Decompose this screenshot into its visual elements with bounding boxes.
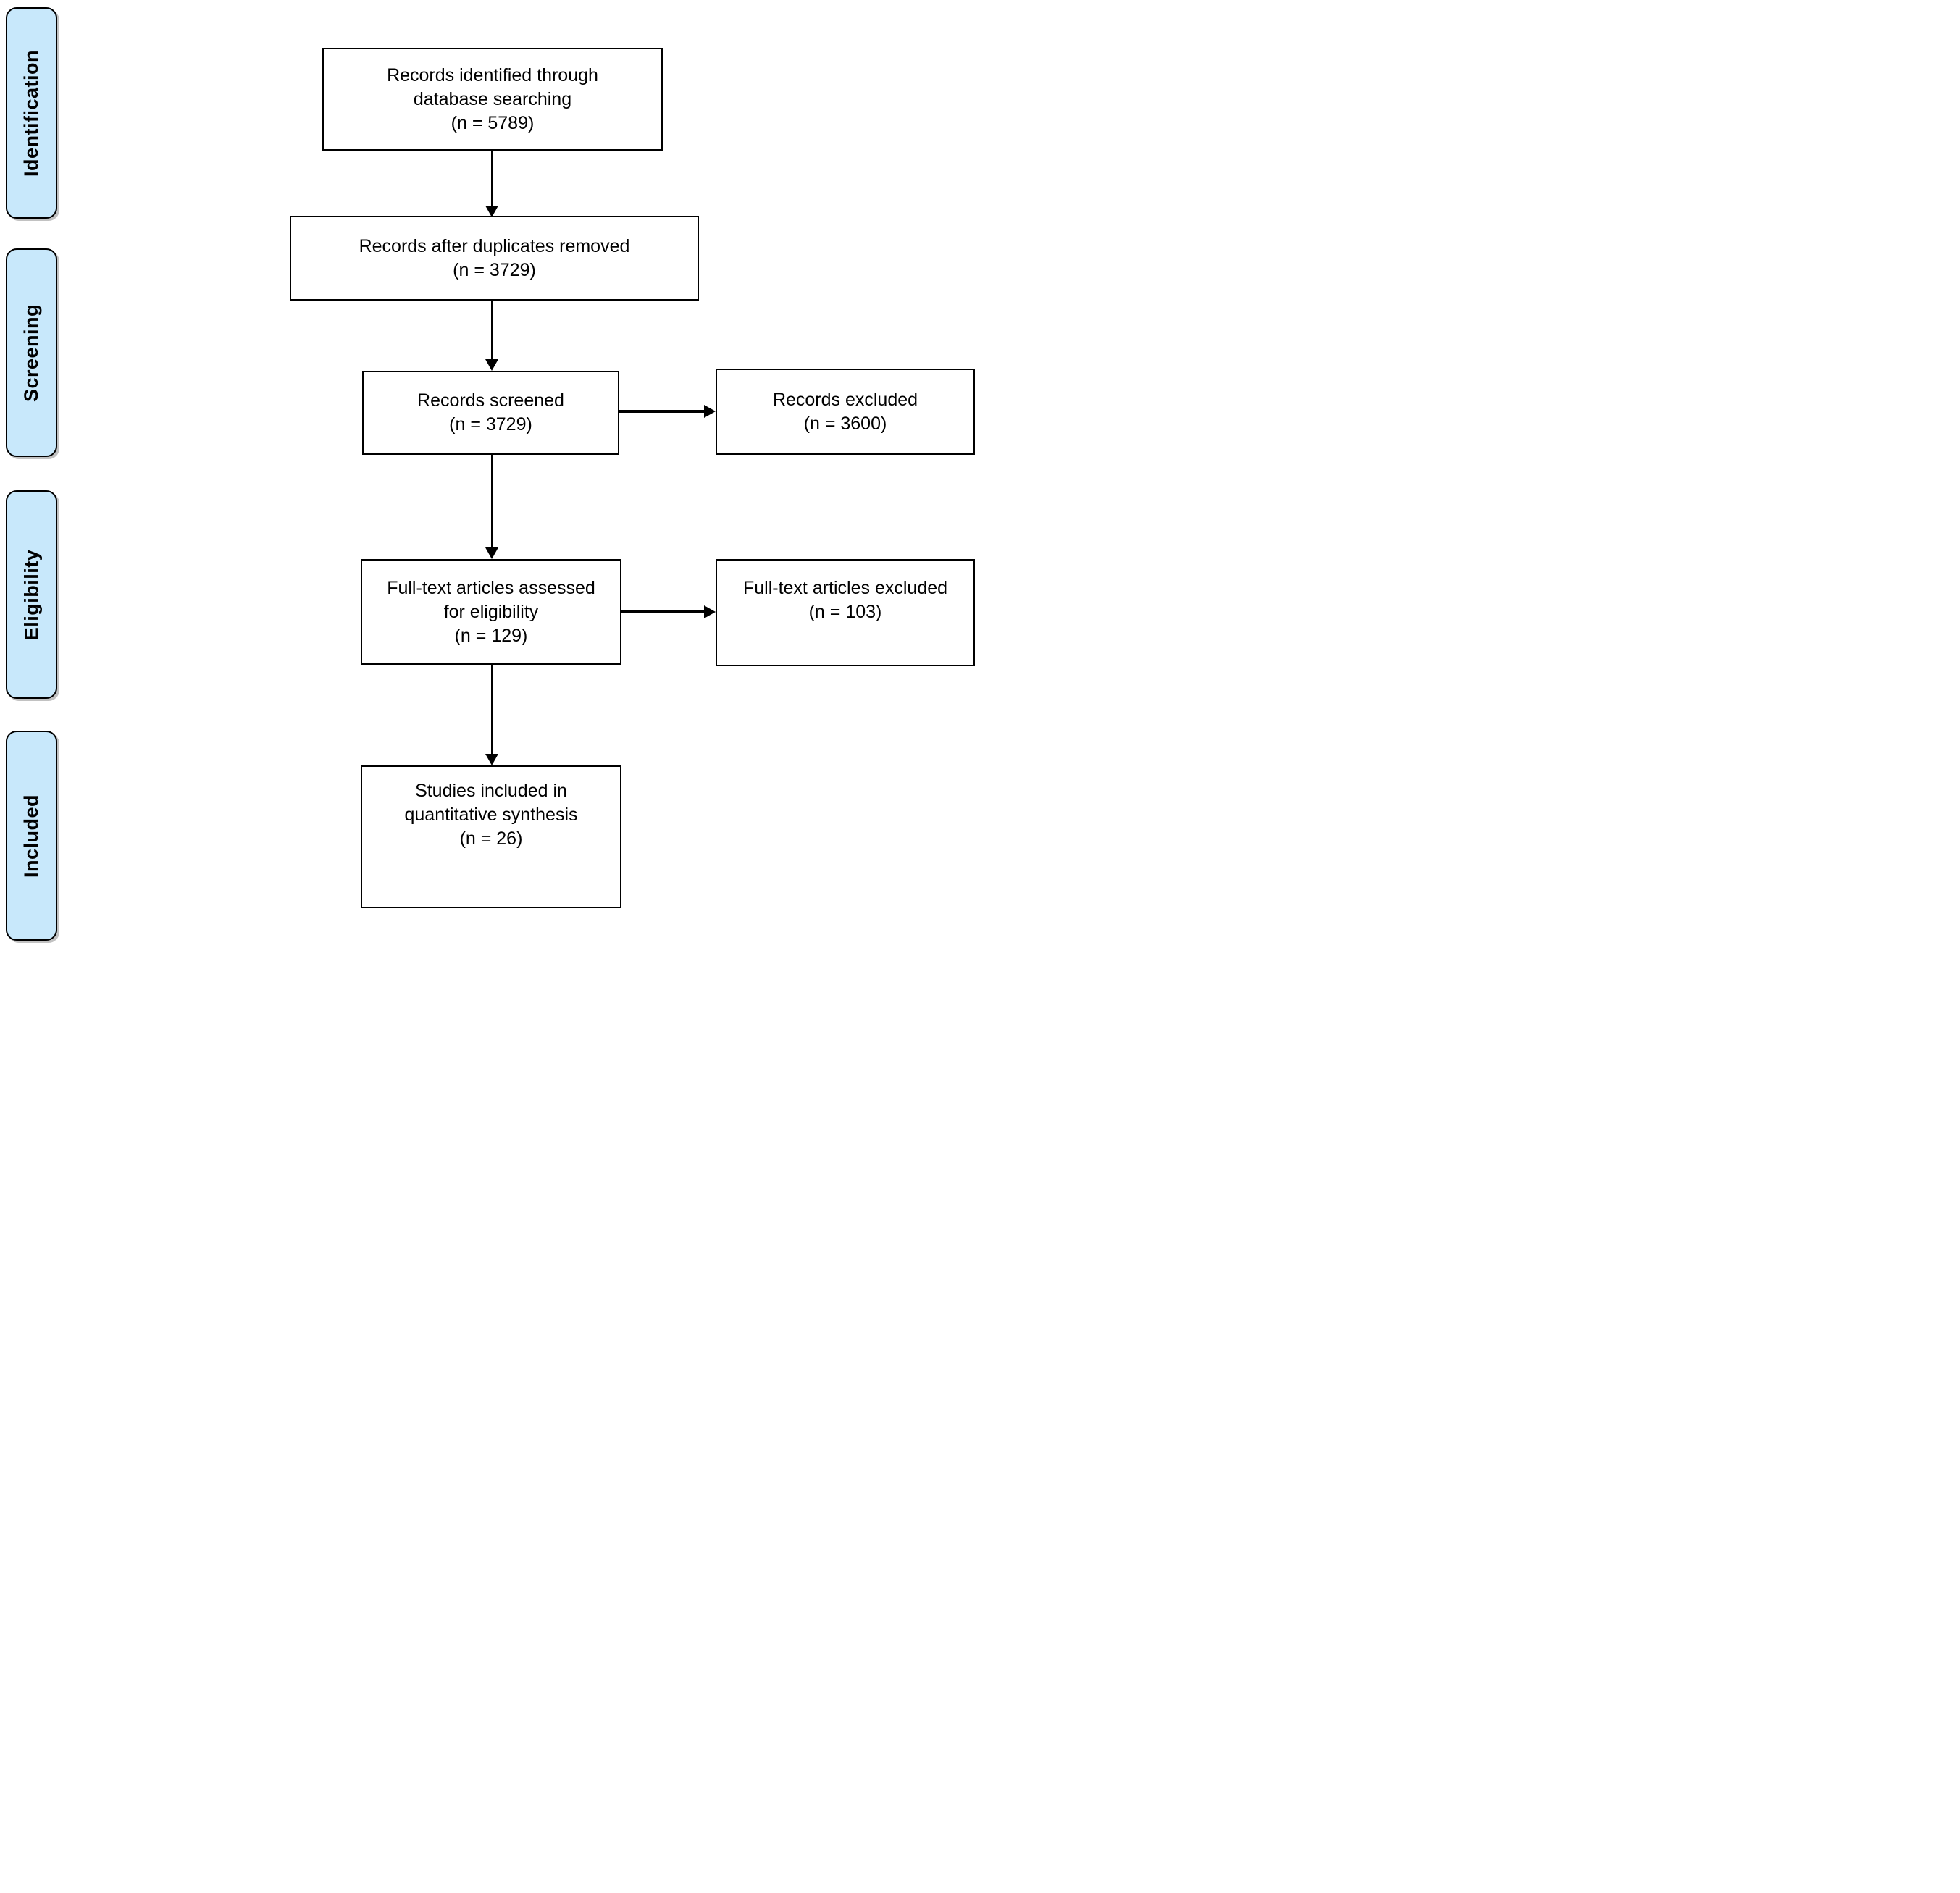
flow-box-text-line: (n = 3729) [449,414,532,435]
arrow-right-icon [621,605,716,618]
flow-box-text-line: Records identified through [387,64,598,85]
flow-box-text-line: Full-text articles assessed [387,577,595,598]
stage-band-identification: Identification [6,7,57,219]
stage-band-screening: Screening [6,248,57,457]
stage-band-eligibility-label: Eligibility [20,549,43,640]
arrow-down-icon [485,151,498,217]
flow-box-text-line: (n = 5789) [451,112,535,133]
flow-box-text-line: (n = 129) [454,625,528,646]
flow-box-records-excluded: Records excluded (n = 3600) [716,369,975,455]
flow-box-text-line: database searching [413,88,572,109]
flow-box-studies-included: Studies included in quantitative synthes… [361,765,621,908]
flow-box-text-line: (n = 3600) [803,413,887,434]
flow-box-duplicates-removed: Records after duplicates removed (n = 37… [290,216,699,301]
flow-box-text-line: Records excluded [772,389,918,410]
flow-box-text-line: for eligibility [443,601,539,622]
arrow-down-icon [485,455,498,559]
flow-box-text-line: Full-text articles excluded [742,578,948,598]
arrow-down-icon [485,665,498,765]
flow-box-text-line: Studies included in [415,781,567,801]
flow-box-text-line: (n = 3729) [453,259,536,280]
flow-box-fulltext-excluded: Full-text articles excluded (n = 103) [716,559,975,666]
stage-band-identification-label: Identification [20,49,42,177]
stage-band-screening-label: Screening [20,303,43,402]
prisma-flow-diagram: Identification Screening Eligibility Inc… [0,0,980,946]
stage-band-eligibility: Eligibility [6,490,57,699]
flow-box-text-line: Records after duplicates removed [359,235,630,256]
stage-band-included: Included [6,731,57,941]
arrow-down-icon [485,301,498,371]
flow-box-text-line: (n = 26) [459,828,523,849]
stage-band-included-label: Included [20,794,43,878]
flow-box-records-screened: Records screened (n = 3729) [362,371,619,455]
arrow-right-icon [619,405,716,418]
flow-box-text-line: (n = 103) [808,602,882,622]
flow-box-text-line: quantitative synthesis [404,805,578,825]
flow-box-text-line: Records screened [417,390,564,411]
flow-box-fulltext-assessed: Full-text articles assessed for eligibil… [361,559,621,665]
flow-box-records-identified: Records identified through database sear… [322,48,663,151]
